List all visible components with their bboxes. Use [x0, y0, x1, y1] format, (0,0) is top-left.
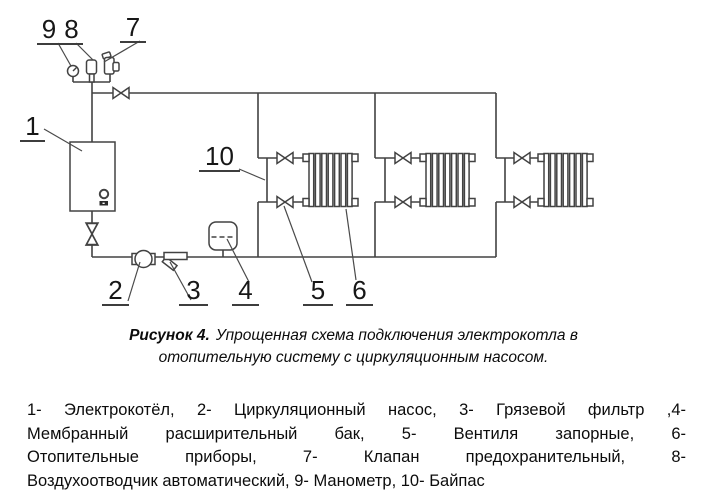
heating-branch-1 [276, 151, 359, 209]
heating-branch-2 [394, 151, 476, 209]
callout-radiators: 6 [346, 277, 373, 306]
leader-line-7 [103, 40, 141, 63]
leader-line-2 [127, 261, 141, 302]
callout-gauge: 9 [37, 16, 61, 45]
pipe-supply-line [92, 92, 497, 158]
safety-valve-symbol [101, 51, 120, 75]
leader-line-8 [75, 42, 94, 61]
leader-line-10 [238, 168, 266, 181]
legend-line-1: 1- Электрокотёл, 2- Циркуляционный насос… [27, 401, 686, 419]
radiator-symbol [537, 152, 594, 208]
air-vent-symbol [85, 59, 98, 83]
figure-caption: Рисунок 4. Упрощенная схема подключения э… [0, 325, 707, 368]
schematic-drawing [43, 40, 594, 302]
legend-line-4: Воздухоотводчик автоматический, 9- Маном… [27, 471, 485, 490]
leader-line-5 [283, 205, 313, 283]
pipe-branch-2 [374, 93, 420, 257]
caption-text-2: отопительную систему с циркуляционным на… [158, 348, 549, 366]
boiler-symbol [69, 141, 116, 212]
leader-line-9 [57, 42, 72, 67]
filter-symbol [161, 251, 188, 272]
leader-line-4 [226, 238, 250, 283]
callout-pump: 2 [102, 277, 129, 306]
leader-line-1 [43, 128, 83, 152]
legend-line-2: Мембранный расширительный бак, 5- Вентил… [27, 424, 686, 443]
pressure-gauge-symbol [66, 64, 80, 78]
callout-filter: 3 [179, 277, 208, 306]
radiator-return-valve-symbol [394, 195, 412, 209]
legend-line-3: Отопительные приборы, 7- Клапан предохра… [27, 448, 686, 466]
callout-air-vent: 8 [60, 16, 83, 45]
radiator-symbol [419, 152, 476, 208]
supply-shutoff-valve-symbol [112, 86, 130, 100]
expansion-tank-symbol [208, 221, 238, 251]
pipe-branch-3 [495, 157, 538, 257]
heating-branch-3 [513, 151, 594, 209]
boiler-outlet-valve-symbol [85, 222, 99, 246]
caption-figure-number: Рисунок 4. [129, 327, 210, 344]
callout-boiler: 1 [20, 113, 45, 142]
callout-tank: 4 [232, 277, 259, 306]
leader-line-6 [345, 208, 357, 281]
callout-safety-valve: 7 [120, 14, 146, 43]
pump-symbol [131, 249, 156, 269]
radiator-supply-valve-symbol [513, 151, 531, 165]
leader-line-3 [169, 261, 192, 301]
caption-text-1: Упрощенная схема подключения электрокотл… [215, 327, 578, 344]
radiator-return-valve-symbol [276, 195, 294, 209]
caption-line-1: Рисунок 4. Упрощенная схема подключения э… [0, 325, 707, 347]
callout-bypass: 10 [199, 143, 240, 172]
radiator-symbol [302, 152, 359, 208]
radiator-supply-valve-symbol [394, 151, 412, 165]
radiator-return-valve-symbol [513, 195, 531, 209]
radiator-supply-valve-symbol [276, 151, 294, 165]
callout-valves: 5 [303, 277, 333, 306]
legend: 1- Электрокотёл, 2- Циркуляционный насос… [27, 399, 686, 493]
pipe-branch-1 [257, 93, 303, 257]
